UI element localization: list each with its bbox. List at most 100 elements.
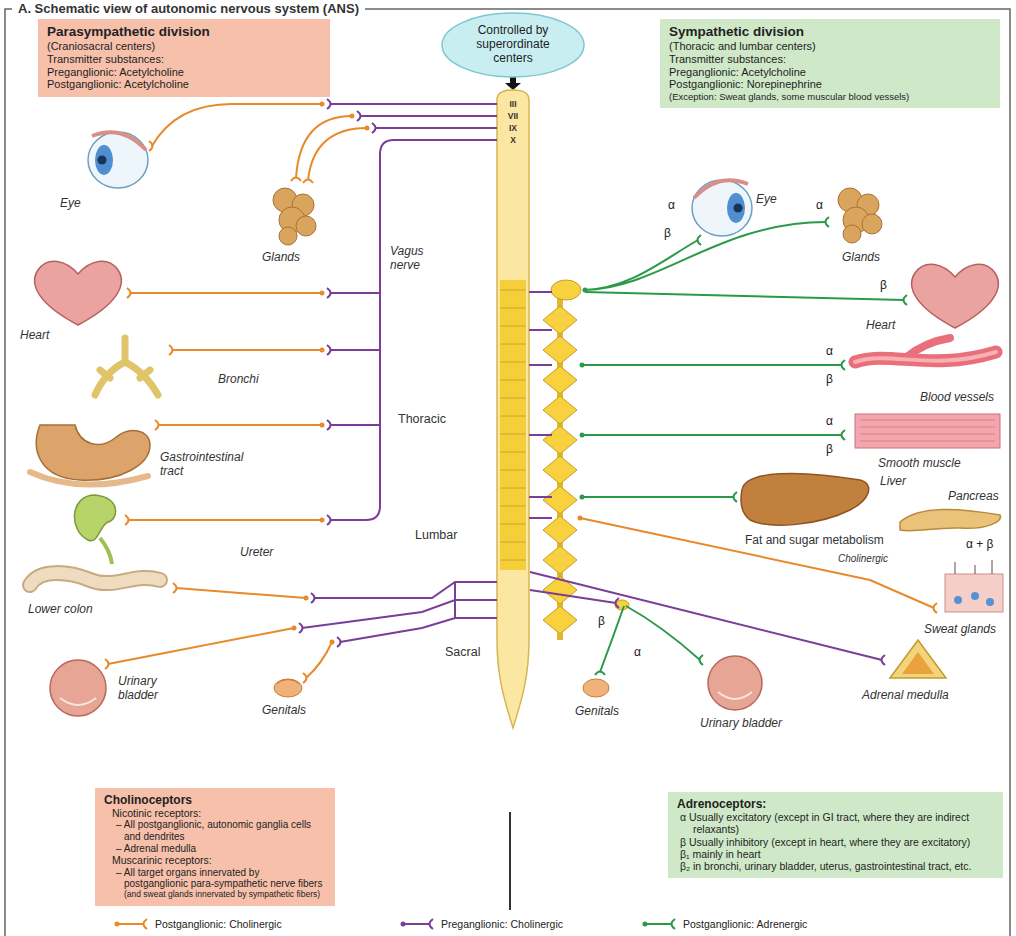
- node-text: – All postganglionic, autonomic ganglia …: [104, 819, 326, 842]
- label-anchor: X: [502, 135, 524, 145]
- receptor-label: β: [826, 442, 833, 456]
- label-anchor: IX: [502, 123, 524, 133]
- region-label: Sacral: [445, 645, 480, 660]
- legend-item: Postganglionic: Cholinergic: [112, 918, 282, 930]
- receptor-label: α: [668, 198, 675, 212]
- node-text: (and sweat glands innervated by sympathe…: [104, 890, 326, 900]
- label-anchor: β: [880, 278, 887, 292]
- label-anchor: Genitals: [575, 704, 619, 718]
- legend-line: [118, 923, 144, 925]
- cranial-nerve-label: IX: [502, 123, 524, 133]
- nerve-ending: [934, 603, 938, 613]
- gland-lobe: [296, 216, 316, 236]
- organ-label: Genitals: [575, 704, 619, 718]
- organ-label: Lower colon: [28, 602, 93, 616]
- node-text: – Adrenal medulla: [104, 843, 326, 855]
- node-text: Postganglionic: Norepinephrine: [669, 78, 991, 91]
- label-anchor: Bronchi: [218, 372, 259, 386]
- sweat-gland-coil: [986, 598, 994, 606]
- receptor-label: β: [598, 614, 605, 628]
- frame-line: [5, 9, 1010, 936]
- label-anchor: Sacral: [445, 645, 480, 660]
- organ-label: Urinary bladder: [118, 674, 176, 702]
- label-anchor: β: [826, 372, 833, 386]
- adrenal-medulla-figure: [902, 652, 934, 674]
- organ-label: Cholinergic: [838, 553, 888, 565]
- colon-figure: [30, 573, 160, 585]
- label-anchor: Glands: [262, 250, 300, 264]
- organ-label: Pancreas: [948, 489, 999, 503]
- heart-figure: [912, 264, 999, 328]
- skin-hair: [955, 560, 992, 574]
- ganglion-dot: [580, 433, 585, 438]
- gland-figure: [838, 188, 882, 243]
- label-anchor: Cholinergic: [838, 553, 888, 565]
- organ-label: Glands: [842, 250, 880, 264]
- legend-dot: [401, 922, 406, 927]
- chain-ganglia: [543, 306, 577, 634]
- vessel-lumen: [855, 352, 996, 362]
- ganglion-dot: [320, 102, 325, 107]
- organ-label: Heart: [866, 318, 895, 332]
- ganglion-dots: [292, 102, 583, 645]
- label-anchor: Urinary bladder: [700, 716, 782, 730]
- node-text: – All target organs innervated by postga…: [104, 867, 326, 890]
- genital-detail: [276, 680, 300, 685]
- thoracolumbar-segment: [500, 280, 526, 570]
- control-ellipse: Controlled by superordinate centers: [441, 12, 585, 78]
- node-text: (Thoracic and lumbar centers): [669, 40, 991, 53]
- title-anchor: A. Schematic view of autonomic nervous s…: [12, 1, 365, 17]
- ganglion-dots: [580, 288, 588, 500]
- vessel-branch: [905, 338, 950, 358]
- legend-ending: [144, 919, 148, 929]
- ganglion-dot: [583, 288, 588, 293]
- receptor-panel: CholinoceptorsNicotinic receptors:– All …: [95, 788, 335, 906]
- gland-lobe: [279, 227, 297, 245]
- spinal-cord: [497, 90, 529, 728]
- heart-figure: [35, 261, 122, 325]
- organ-label: Eye: [60, 196, 81, 210]
- ganglion-dot: [320, 291, 325, 296]
- label-anchor: Glands: [842, 250, 880, 264]
- receptor-label: β: [664, 226, 671, 240]
- colon-outline: [30, 573, 160, 585]
- ganglion-dot: [320, 518, 325, 523]
- bladder-detail: [718, 692, 752, 699]
- receptor-label: α + β: [966, 537, 994, 551]
- eye-lid: [694, 180, 748, 198]
- ganglion-dot: [365, 126, 370, 131]
- label-anchor: VII: [502, 111, 524, 121]
- sweat-gland-coil: [971, 592, 979, 600]
- node-text: Postganglionic: Acetylcholine: [47, 78, 321, 91]
- organ-label: Blood vessels: [920, 390, 994, 404]
- cranial-nerve-label: VII: [502, 111, 524, 121]
- organ-label: Sweat glands: [924, 622, 996, 636]
- region-label: Lumbar: [415, 528, 457, 543]
- legend-item: Postganglionic: Adrenergic: [640, 918, 807, 930]
- segment-lines: [500, 290, 526, 560]
- eye-pupil: [98, 156, 107, 165]
- label-anchor: α: [826, 414, 833, 428]
- receptor-label: α: [634, 645, 641, 659]
- gland-lobe: [862, 214, 882, 234]
- label-anchor: α: [816, 198, 823, 212]
- synapse-ending: [616, 598, 886, 665]
- node-text: β₂ in bronchi, urinary bladder, uterus, …: [677, 860, 994, 872]
- node-text: β Usually inhibitory (except in heart, w…: [677, 836, 994, 848]
- ganglion-dot: [350, 114, 355, 119]
- node-text: Transmitter substances:: [47, 53, 321, 66]
- organ-label: Eye: [756, 192, 777, 206]
- label-anchor: Genitals: [262, 703, 306, 717]
- label-anchor: α: [826, 344, 833, 358]
- legend-ending: [672, 919, 676, 929]
- organ-label: Adrenal medulla: [862, 688, 949, 702]
- label-anchor: α: [634, 645, 641, 659]
- gland-figure: [273, 188, 316, 245]
- label-anchor: α: [668, 198, 675, 212]
- legend-dot: [115, 922, 120, 927]
- liver-figure: [741, 473, 869, 525]
- label-anchor: Eye: [60, 196, 81, 210]
- label-anchor: Smooth muscle: [878, 456, 961, 470]
- ganglion-dot: [580, 495, 585, 500]
- node-heading: Controlled by superordinate centers: [463, 24, 563, 65]
